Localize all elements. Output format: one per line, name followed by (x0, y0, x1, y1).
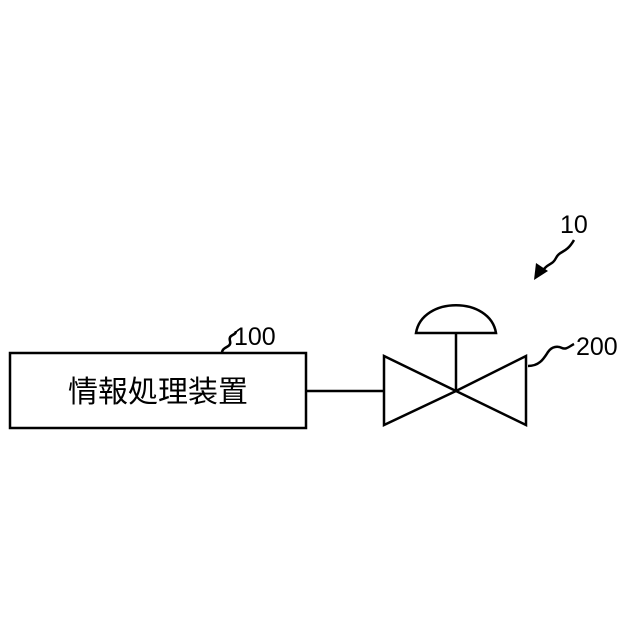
valve-actuator-dome (416, 305, 496, 333)
system-reference-label: 10 (560, 211, 588, 239)
valve: 200 (384, 305, 618, 425)
device-label: 情報処理装置 (68, 375, 248, 410)
valve-leader-line (528, 344, 574, 366)
information-processing-device: 情報処理装置 100 (10, 323, 306, 428)
device-reference-label: 100 (234, 323, 276, 351)
valve-right-triangle (456, 356, 526, 425)
valve-reference-label: 200 (576, 333, 618, 361)
valve-left-triangle (384, 356, 456, 425)
system-reference: 10 (534, 211, 588, 280)
system-leader-line (540, 240, 574, 274)
